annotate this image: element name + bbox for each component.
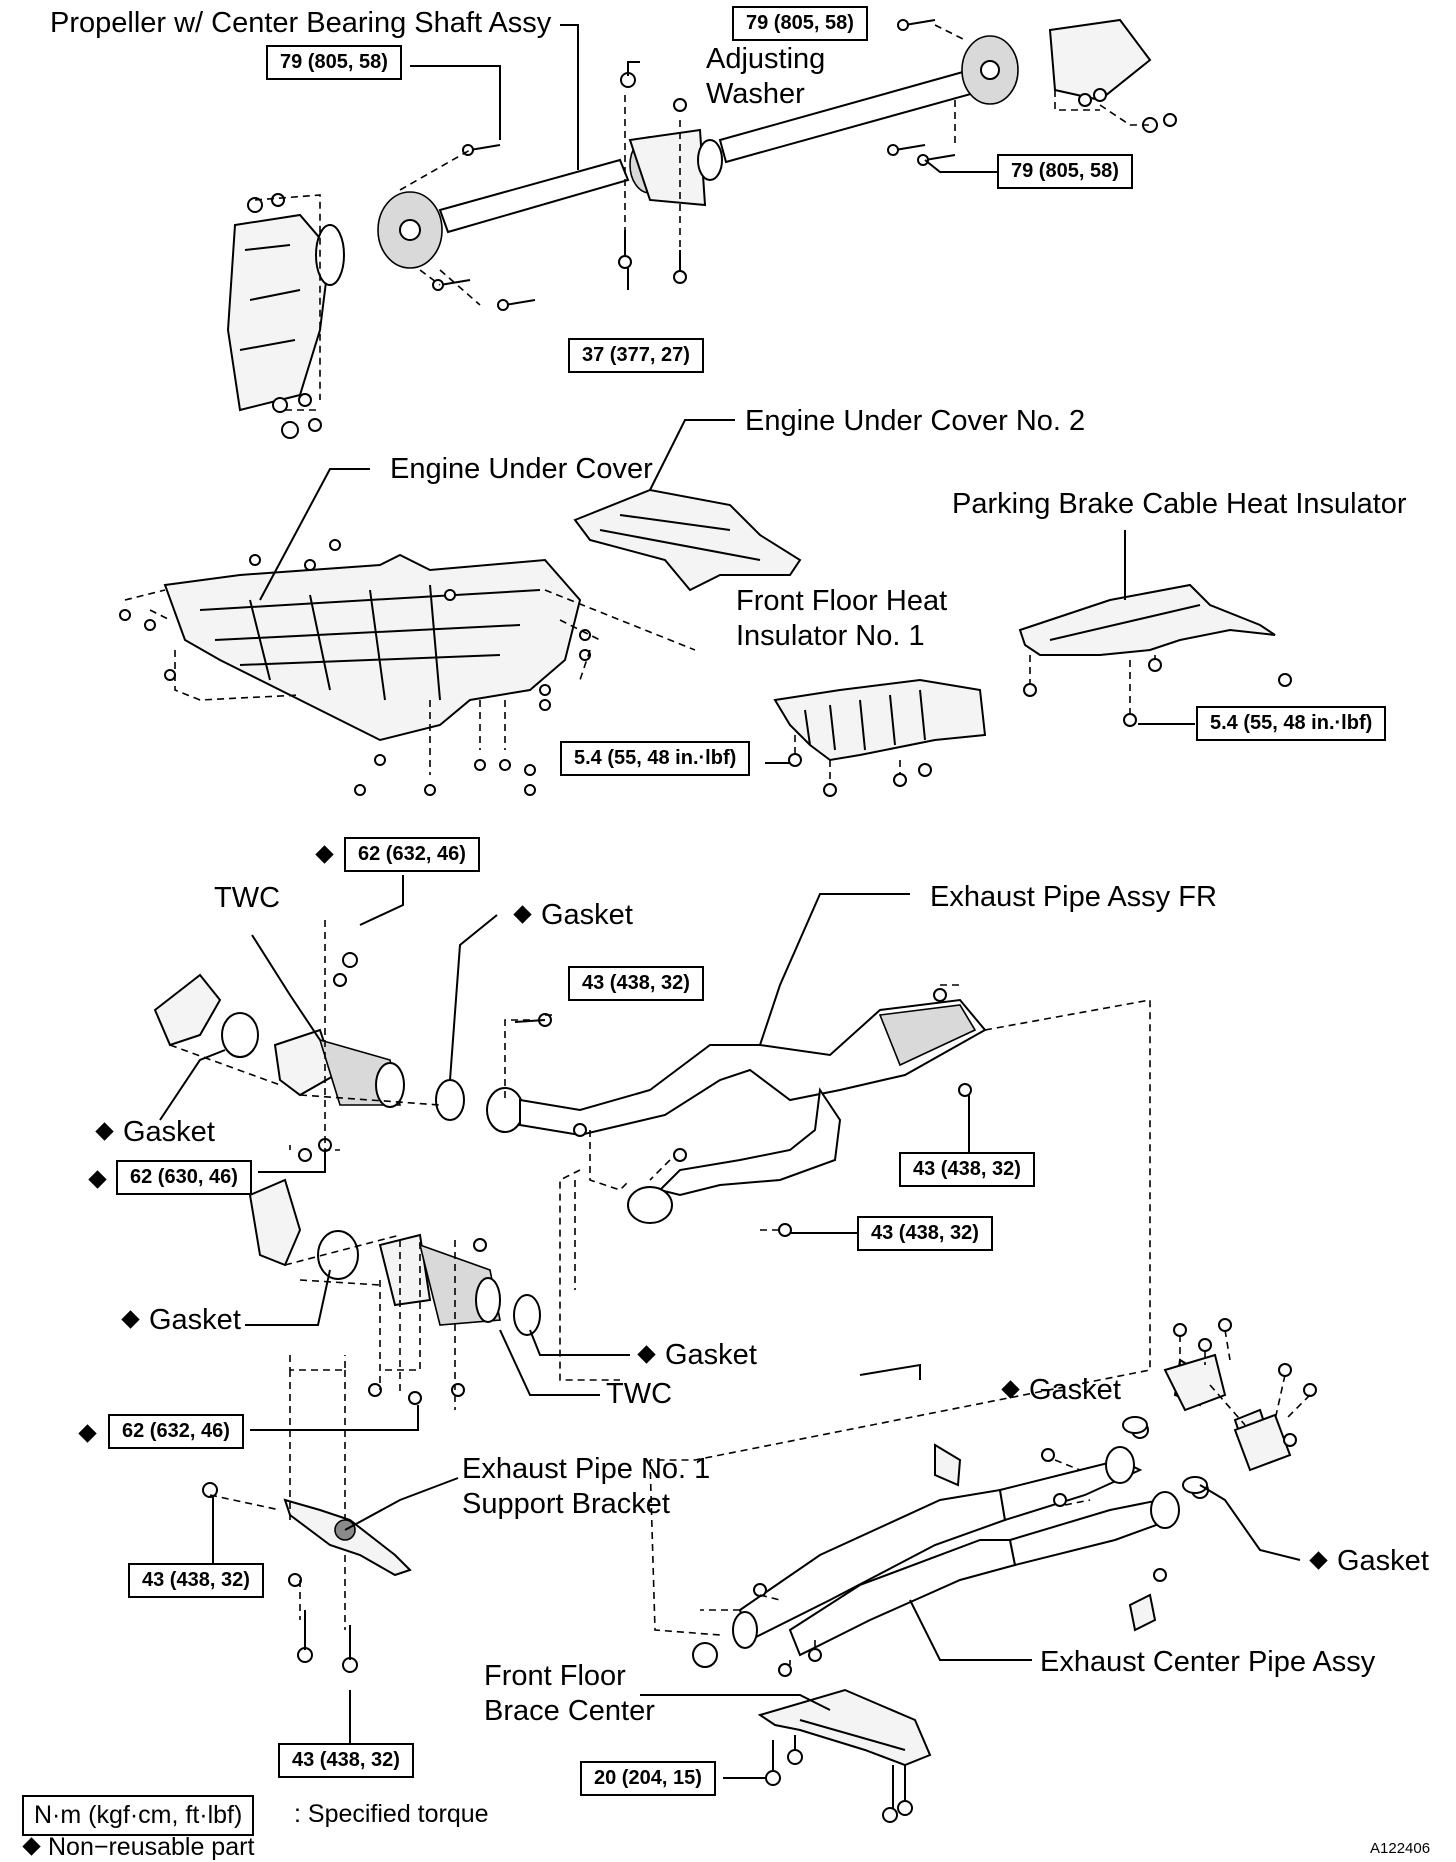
non-reusable-icon: [121, 1310, 140, 1330]
torque-box: 62 (632, 46): [344, 837, 480, 872]
label-support-bracket: Exhaust Pipe No. 1 Support Bracket: [462, 1453, 711, 1521]
torque-box: 62 (632, 46): [108, 1414, 244, 1449]
label-twc-lower: TWC: [606, 1378, 673, 1410]
engine-under-cover-group: [119, 419, 802, 796]
label-gasket-right-lower: Gasket: [634, 1338, 757, 1373]
exhaust-center-group: [640, 1318, 1317, 1823]
label-gasket-left-lower: Gasket: [118, 1303, 241, 1338]
exhaust-front-group: [153, 875, 1151, 1750]
torque-box: 20 (204, 15): [580, 1761, 716, 1796]
label-gasket-left-upper: Gasket: [92, 1115, 215, 1150]
non-reusable-icon: [1309, 1551, 1328, 1571]
label-twc-upper: TWC: [214, 882, 281, 914]
non-reusable-icon: [513, 905, 532, 925]
label-front-floor-brace: Front Floor Brace Center: [484, 1660, 655, 1728]
label-propeller-shaft: Propeller w/ Center Bearing Shaft Assy: [50, 7, 552, 39]
label-parking-brake-insulator: Parking Brake Cable Heat Insulator: [952, 488, 1407, 520]
torque-box: 5.4 (55, 48 in.·lbf): [560, 741, 751, 776]
torque-box: 43 (438, 32): [568, 966, 704, 1001]
propeller-shaft: [226, 18, 1177, 439]
legend-non-reusable: Non−reusable part: [22, 1833, 254, 1862]
torque-box: 37 (377, 27): [568, 338, 704, 373]
front-floor-insulator: [765, 678, 987, 797]
label-adjusting-washer: Adjusting Washer: [706, 43, 826, 111]
torque-box: 43 (438, 32): [899, 1152, 1035, 1187]
label-gasket-rear-right: Gasket: [1306, 1544, 1429, 1579]
torque-box: 43 (438, 32): [278, 1743, 414, 1778]
torque-box: 43 (438, 32): [857, 1216, 993, 1251]
non-reusable-icon: [22, 1837, 41, 1857]
label-engine-under-cover-2: Engine Under Cover No. 2: [745, 405, 1086, 437]
label-gasket-rear-upper: Gasket: [998, 1373, 1121, 1408]
figure-code: A122406: [1370, 1840, 1431, 1857]
torque-box: 43 (438, 32): [128, 1563, 264, 1598]
label-front-floor-insulator: Front Floor Heat Insulator No. 1: [736, 585, 948, 653]
non-reusable-icon: [637, 1345, 656, 1365]
torque-box: 5.4 (55, 48 in.·lbf): [1196, 706, 1387, 741]
torque-box: 79 (805, 58): [266, 45, 402, 80]
label-engine-under-cover: Engine Under Cover: [390, 453, 653, 485]
non-reusable-icon: [1001, 1380, 1020, 1400]
parking-brake-insulator: [1018, 530, 1292, 727]
legend-unit-box: N·m (kgf·cm, ft·lbf): [22, 1795, 255, 1837]
label-exhaust-center-pipe: Exhaust Center Pipe Assy: [1040, 1646, 1376, 1678]
torque-box: 79 (805, 58): [732, 6, 868, 41]
torque-box: 79 (805, 58): [997, 154, 1133, 189]
label-exhaust-pipe-fr: Exhaust Pipe Assy FR: [930, 881, 1217, 913]
torque-box: 62 (630, 46): [116, 1160, 252, 1195]
legend-specified-torque: : Specified torque: [294, 1800, 489, 1828]
label-gasket-center: Gasket: [510, 898, 633, 933]
non-reusable-icon: [95, 1122, 114, 1142]
